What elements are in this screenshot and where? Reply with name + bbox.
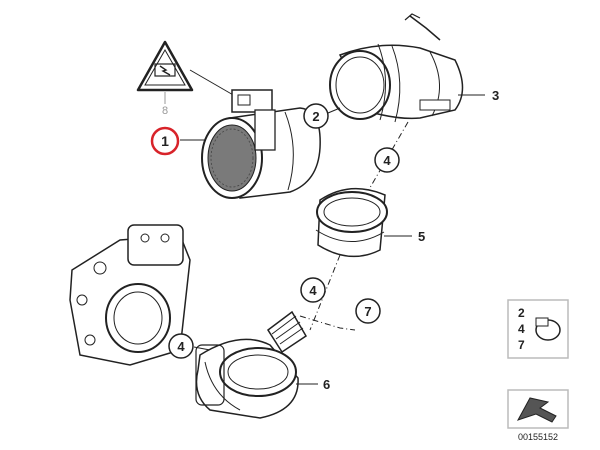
callout-1: 1 xyxy=(150,126,180,156)
legend-line-3: 7 xyxy=(518,338,525,352)
callout-5: 5 xyxy=(418,229,425,244)
callout-3: 3 xyxy=(492,88,499,103)
legend-line-2: 4 xyxy=(518,322,525,336)
hose-stub xyxy=(266,310,308,354)
mass-air-flow-sensor xyxy=(201,89,321,199)
svg-text:4: 4 xyxy=(177,339,185,354)
legend-line-1: 2 xyxy=(518,306,525,320)
clamp-legend: 2 4 7 xyxy=(507,299,569,359)
callout-6: 6 xyxy=(323,377,330,392)
svg-text:7: 7 xyxy=(364,304,371,319)
svg-text:1: 1 xyxy=(161,133,169,149)
callout-4-upper: 4 xyxy=(374,147,400,173)
throttle-body xyxy=(69,224,191,366)
callout-7: 7 xyxy=(355,298,381,324)
callout-4-lower: 4 xyxy=(168,333,194,359)
seal-ring xyxy=(315,187,388,258)
svg-text:2: 2 xyxy=(312,109,319,124)
warning-label: 8 xyxy=(136,40,194,117)
callout-8: 8 xyxy=(162,105,168,117)
hose-clamp-icon xyxy=(535,317,561,341)
arrow-icon xyxy=(516,397,557,423)
intake-boot xyxy=(329,13,464,123)
image-id: 00155152 xyxy=(518,432,558,442)
lightning-bolt-icon xyxy=(154,63,176,77)
callout-2: 2 xyxy=(303,103,329,129)
image-id-box: 00155152 xyxy=(507,389,569,442)
svg-text:4: 4 xyxy=(309,283,317,298)
svg-text:4: 4 xyxy=(383,153,391,168)
callout-4-middle: 4 xyxy=(300,277,326,303)
elbow-duct xyxy=(195,338,299,419)
